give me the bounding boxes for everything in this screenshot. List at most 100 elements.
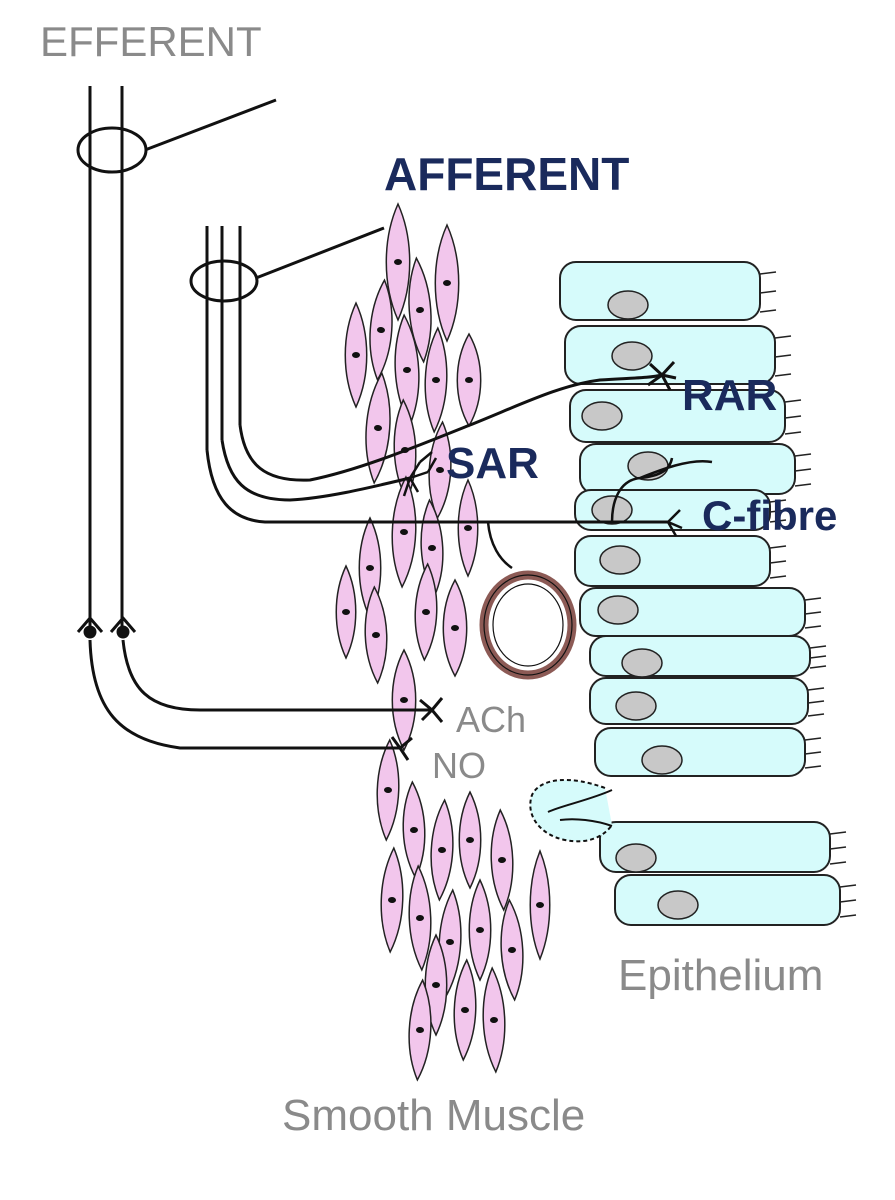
cilium	[807, 713, 825, 717]
cilium	[759, 290, 777, 294]
sar-ending	[402, 451, 438, 497]
smooth-muscle-cell	[408, 256, 432, 364]
smooth-muscle-cell	[364, 585, 388, 685]
smooth-muscle-cell	[385, 202, 411, 322]
muscle-nucleus	[461, 1006, 469, 1014]
cilium	[829, 861, 847, 865]
muscle-nucleus	[432, 982, 440, 988]
epithelial-cell	[614, 874, 841, 926]
smooth-muscle-cell	[434, 223, 460, 343]
cilium	[804, 737, 822, 741]
muscle-nucleus	[342, 609, 350, 615]
no-label: NO	[432, 745, 486, 786]
cell-nucleus	[599, 545, 641, 575]
muscle-nucleus	[366, 565, 374, 571]
epithelium-cells	[559, 261, 857, 926]
muscle-nucleus	[438, 846, 446, 854]
smooth-muscle-cell	[453, 958, 477, 1062]
muscle-nucleus	[374, 424, 382, 432]
smooth-muscle-cell	[442, 578, 468, 678]
cilium	[769, 519, 787, 523]
efferent-nerve	[76, 86, 444, 761]
cilium	[769, 545, 787, 549]
rar-ending	[647, 360, 677, 391]
smooth-muscle-cell	[456, 332, 482, 428]
smooth-muscle-cell	[424, 326, 448, 434]
muscle-nucleus	[476, 927, 484, 933]
cilium	[807, 687, 825, 691]
cell-nucleus	[641, 745, 683, 775]
muscle-nucleus	[451, 625, 459, 631]
c-fibre-ending	[486, 457, 713, 570]
cilium	[804, 765, 822, 769]
cilium	[839, 884, 857, 888]
cell-nucleus	[581, 401, 623, 431]
smooth-muscle-cell	[430, 798, 454, 902]
cell-nucleus	[621, 648, 663, 678]
muscle-nucleus	[466, 837, 474, 843]
muscle-nucleus	[422, 608, 430, 616]
muscle-nucleus	[428, 544, 436, 552]
epithelial-cell	[599, 821, 831, 873]
muscle-nucleus	[416, 914, 424, 922]
smooth-muscle-cell	[402, 780, 426, 880]
smooth-muscle-cell	[468, 878, 492, 982]
muscle-nucleus	[388, 896, 396, 904]
cilium	[809, 645, 827, 649]
muscle-nucleus	[416, 306, 424, 314]
sar-label: SAR	[446, 439, 539, 488]
rar-label: RAR	[682, 371, 777, 420]
epithelial-cell	[589, 635, 811, 677]
cilium	[769, 499, 787, 503]
ach-label: ACh	[456, 699, 526, 740]
c-fibre-label: C-fibre	[702, 492, 837, 539]
afferent-nerve	[189, 226, 668, 524]
cilium	[769, 560, 787, 564]
cilium	[807, 700, 825, 704]
cilium	[839, 914, 857, 918]
cilium	[794, 483, 812, 487]
muscle-nucleus	[352, 352, 360, 358]
muscle-nucleus	[384, 786, 392, 794]
muscle-nucleus	[490, 1016, 498, 1024]
muscle-nucleus	[536, 902, 544, 908]
epithelium-label: Epithelium	[618, 951, 823, 1000]
muscle-nucleus	[400, 697, 408, 703]
smooth-muscle-cell	[376, 738, 400, 842]
cilium	[769, 509, 787, 513]
cilium	[759, 309, 777, 313]
muscle-nucleus	[443, 280, 451, 286]
cilium	[804, 751, 822, 755]
cilium	[759, 271, 777, 275]
epithelial-cell	[564, 325, 776, 385]
submucosal-gland	[529, 778, 613, 843]
epithelial-cell	[569, 389, 786, 443]
smooth-muscle-cell	[365, 371, 391, 485]
cilium	[769, 575, 787, 579]
cilium	[794, 468, 812, 472]
muscle-nucleus	[465, 377, 473, 383]
muscle-nucleus	[394, 259, 402, 265]
smooth-muscle-cell	[335, 564, 357, 660]
cilium	[784, 431, 802, 435]
cell-nucleus	[657, 890, 699, 920]
cilium	[774, 354, 792, 358]
efferent-label: EFFERENT	[40, 18, 262, 65]
cilium	[804, 611, 822, 615]
cilium	[804, 597, 822, 601]
smooth-muscle-cell	[344, 301, 368, 409]
smooth-muscle-cell	[482, 966, 506, 1074]
cell-nucleus	[597, 595, 639, 625]
cell-nucleus	[615, 843, 657, 873]
muscle-nucleus	[400, 528, 408, 536]
cilium	[784, 399, 802, 403]
smooth-muscle-cell	[391, 648, 417, 752]
cilium	[809, 655, 827, 659]
cilium	[774, 335, 792, 339]
smooth-muscle-cell	[529, 848, 551, 962]
cilium	[829, 846, 847, 850]
smooth-muscle-cell	[457, 478, 479, 578]
cell-nucleus	[607, 290, 649, 320]
smooth-muscle-cell	[428, 420, 452, 520]
